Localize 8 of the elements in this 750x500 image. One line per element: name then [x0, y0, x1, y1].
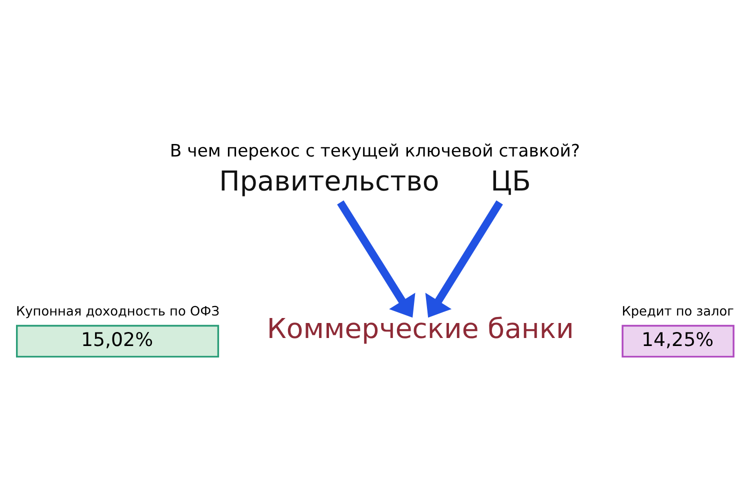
diagram-title: В чем перекос с текущей ключевой ставкой?	[170, 142, 580, 162]
node-text: Коммерческие банки	[266, 312, 574, 345]
arrow	[337, 200, 416, 318]
node-label: Кредит по залог	[622, 304, 734, 320]
node-text: ЦБ	[490, 166, 531, 198]
node-text: Правительство	[219, 166, 440, 198]
node-label: Купонная доходность по ОФЗ	[16, 304, 220, 320]
arrow	[425, 200, 503, 318]
